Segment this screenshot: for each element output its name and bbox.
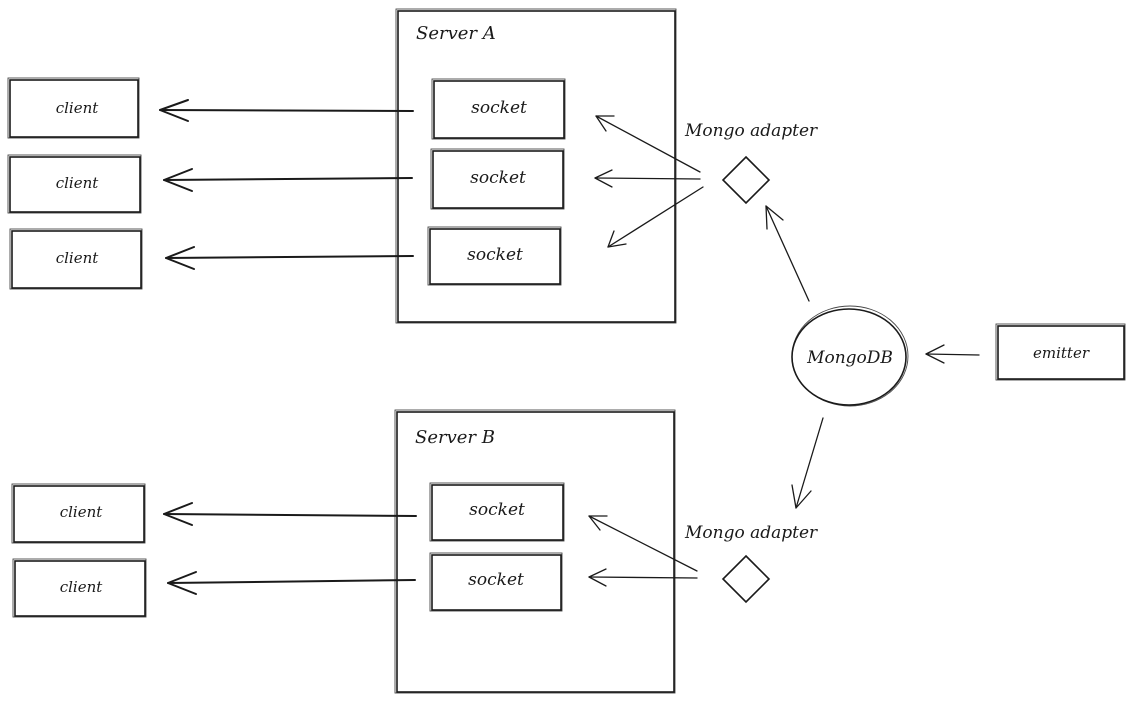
arrow-adapter-b-to-socket-1 <box>588 515 698 572</box>
arrow-socket-a2-to-client <box>163 168 413 192</box>
socket-a1: socket <box>431 78 566 140</box>
client-b1-label: client <box>60 503 104 521</box>
socket-b1-label: socket <box>469 500 525 520</box>
arrow-adapter-b-to-socket-2 <box>588 568 698 587</box>
mongodb-node: MongoDB <box>791 305 909 407</box>
client-a2-label: client <box>56 174 100 192</box>
socket-a3: socket <box>427 226 562 286</box>
mongodb-label: MongoDB <box>806 348 893 368</box>
socket-a3-label: socket <box>467 245 523 265</box>
client-a3: client <box>9 228 143 290</box>
server-b-title: Server B <box>415 427 495 448</box>
emitter-label: emitter <box>1033 344 1090 362</box>
client-b2-label: client <box>60 578 104 596</box>
arrow-mongodb-to-adapter-b <box>791 417 824 509</box>
socket-b2-label: socket <box>468 570 524 590</box>
arrow-adapter-a-to-socket-1 <box>595 115 701 173</box>
socket-b2: socket <box>429 552 563 612</box>
client-a1: client <box>7 77 140 139</box>
arrow-adapter-a-to-socket-3 <box>607 186 704 248</box>
arrow-mongodb-to-adapter-a <box>765 205 810 302</box>
client-a3-label: client <box>56 249 100 267</box>
socket-b1: socket <box>429 482 565 542</box>
emitter-node: emitter <box>995 323 1126 381</box>
server-b: Server B <box>394 409 676 694</box>
server-a-title: Server A <box>416 23 496 44</box>
socket-a1-label: socket <box>471 98 527 118</box>
adapter-a-label: Mongo adapter <box>684 121 818 141</box>
socket-a2: socket <box>430 148 565 210</box>
client-b1: client <box>11 483 146 544</box>
arrow-adapter-a-to-socket-2 <box>594 169 701 188</box>
arrow-emitter-to-mongodb <box>925 344 980 364</box>
client-b2: client <box>12 558 147 618</box>
arrow-socket-b1-to-client <box>163 502 417 526</box>
adapter-b-diamond-icon <box>721 554 771 604</box>
adapter-b-label: Mongo adapter <box>684 523 818 543</box>
client-a1-label: client <box>56 99 100 117</box>
adapter-a-diamond-icon <box>721 155 771 205</box>
socket-a2-label: socket <box>470 168 526 188</box>
arrow-socket-a3-to-client <box>165 246 414 270</box>
client-a2: client <box>7 154 142 214</box>
arrow-socket-a1-to-client <box>159 99 414 122</box>
arrow-socket-b2-to-client <box>167 571 416 595</box>
